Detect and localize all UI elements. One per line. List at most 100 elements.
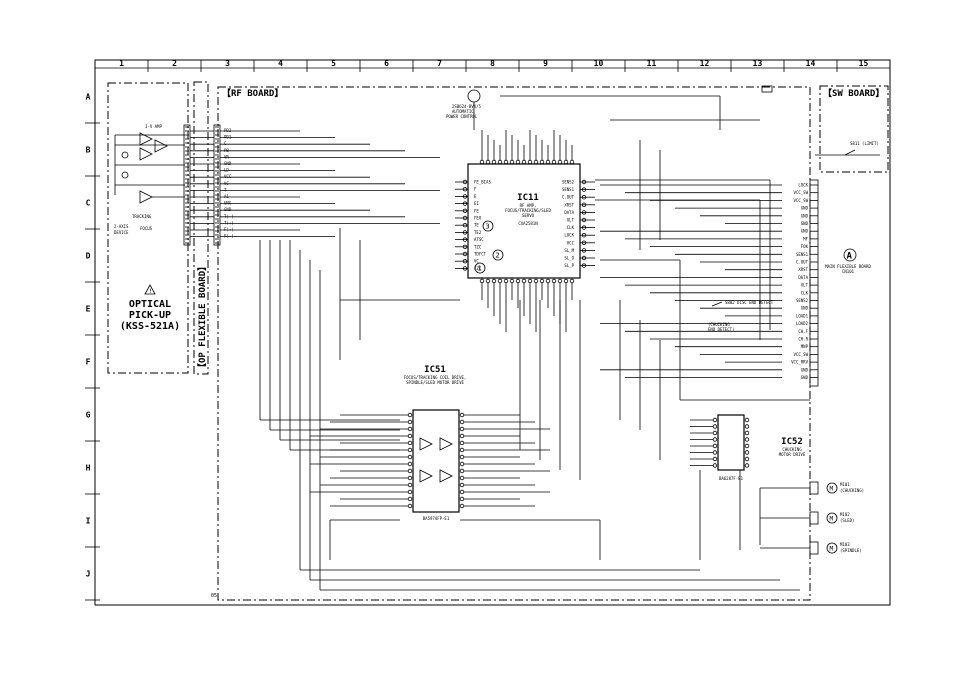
op-flex-pin: VC [224, 181, 229, 186]
ic11-pin-pad [539, 159, 545, 165]
ic11-pin-pad [462, 186, 468, 192]
ic51-pin-pad [407, 482, 413, 488]
ic52-pins [690, 417, 750, 468]
op-flex-pin: GND [224, 161, 232, 166]
op-flex-pin: T [224, 187, 227, 192]
op-flex-pin: F(+) [224, 227, 234, 232]
ic52-pin-pad [712, 424, 718, 429]
connector-a-pin: GND [801, 367, 809, 372]
ic11-pin-pad [462, 259, 468, 264]
row-label: J [86, 570, 91, 579]
ic11-pin-pad [515, 278, 521, 284]
ic51-pin-pad [407, 412, 413, 418]
ic11-pin-pad [497, 278, 503, 284]
op-flex-pin: T(+) [224, 220, 234, 225]
ic11-pin-pad [503, 159, 509, 165]
ic11-pin-label: FZC [474, 266, 482, 271]
ic11-pin-pad [497, 159, 503, 165]
connector-a-pin: SENS1 [796, 252, 809, 257]
connector-a-pin: LOAD2 [796, 321, 809, 326]
ic11-desc2: FOCUS/TRACKING/SLED [505, 208, 551, 213]
sw-board-label: 【SW BOARD】 [823, 88, 884, 99]
ic51-desc1: FOCUS/TRACKING COIL DRIVE, [404, 375, 467, 380]
pickup-amps [114, 132, 185, 204]
ic11-pin-pad [533, 278, 539, 284]
row-label: A [86, 93, 91, 102]
ic11-pin-pad [569, 159, 575, 165]
ic51-pin-pad [459, 412, 465, 418]
ic11-pin-pad [462, 194, 468, 199]
ic11-pin-pad [581, 187, 587, 192]
ic51-pin-pad [407, 426, 413, 432]
ic11-pin-label: SENS1 [562, 187, 575, 192]
ic11-pin-pad [545, 278, 551, 284]
signal-buses [190, 130, 440, 238]
ic51-pin-pad [459, 426, 465, 432]
ic51-part: BA5974FP-E1 [423, 516, 450, 521]
switch-contact [711, 301, 723, 307]
ic52-pin-pad [744, 417, 750, 423]
ic52-pin-pad [712, 463, 718, 468]
ic11-pin-label: LOCK [564, 233, 574, 238]
connector-a-pin: VCC_SW [794, 190, 809, 195]
connector-a-pin: VCC_SW [794, 352, 809, 357]
connector-a-letter: A [847, 252, 853, 262]
motor-m-glyph: M [830, 546, 834, 553]
sw-board-outline [819, 85, 889, 173]
ic11-pin-label: DATA [564, 210, 574, 215]
ic51-pin-pad [459, 489, 465, 495]
ic11-pin-pad [491, 159, 497, 165]
ic11-pin-label: TE2 [474, 230, 482, 235]
ic11-pin-pad [479, 278, 485, 284]
ic11-pin-label: SL_O [564, 256, 574, 261]
ic11-pin-pad [509, 159, 515, 165]
ic51-pin-pad [407, 496, 413, 502]
column-label: 2 [172, 59, 177, 68]
ic11-pin-label: FE [474, 208, 479, 213]
power-control-label: POWER CONTROL [446, 114, 478, 119]
column-label: 3 [225, 59, 230, 68]
connector-a-pin: MF [803, 236, 808, 241]
ic11-pin-pad [462, 266, 468, 271]
ic11-pin-label: VC [474, 259, 479, 264]
connector-a-pin: GND [801, 206, 809, 211]
ic52-pin-pad [744, 463, 750, 468]
ic11-pin-label: XRST [564, 202, 574, 207]
ic11-pin-pad [581, 194, 587, 200]
ic11-pin-pad [569, 278, 575, 284]
ic11-bottom-pins [479, 278, 575, 332]
ic11-pin-pad [462, 215, 468, 221]
ic11-pin-pad [527, 278, 533, 284]
ic51-pin-pad [407, 440, 413, 446]
ic11-pin-label: SL_P [564, 263, 574, 268]
column-label: 6 [384, 59, 389, 68]
row-label: H [86, 464, 91, 473]
op-flex-pin: C [224, 141, 227, 146]
chucking-note1: (CHUCKING [708, 322, 730, 327]
pickup-connector [183, 124, 191, 246]
motor-connector [809, 481, 819, 495]
ic52-pin-pad [744, 424, 750, 429]
connector-a-pin: XRST [798, 267, 808, 272]
ic11-pin-pad [563, 159, 569, 165]
connector-a-pin: LOAD1 [796, 313, 809, 318]
ic51-pin-pad [407, 489, 413, 495]
connector-a-circle [843, 248, 857, 262]
chucking-note2: END DETECT) [708, 327, 735, 332]
ic11-pin-pad [533, 159, 539, 165]
rf-board-outline [217, 86, 811, 601]
connector-a-pin: GND [801, 221, 809, 226]
ic11-pin-pad [462, 222, 468, 228]
ic11-pin-label: SENS2 [562, 180, 575, 185]
ic51-pin-pad [459, 461, 465, 467]
motor-label: (SPINDLE) [840, 548, 862, 553]
ic11-pin-label: C.OUT [562, 195, 575, 200]
column-label: 4 [278, 59, 283, 68]
column-label: 10 [594, 59, 604, 68]
connector-a-pin: VCC_SW [794, 198, 809, 203]
connector-a-pin: GND [801, 229, 809, 234]
ic52-pin-pad [712, 443, 718, 449]
ic51-body [412, 409, 460, 513]
